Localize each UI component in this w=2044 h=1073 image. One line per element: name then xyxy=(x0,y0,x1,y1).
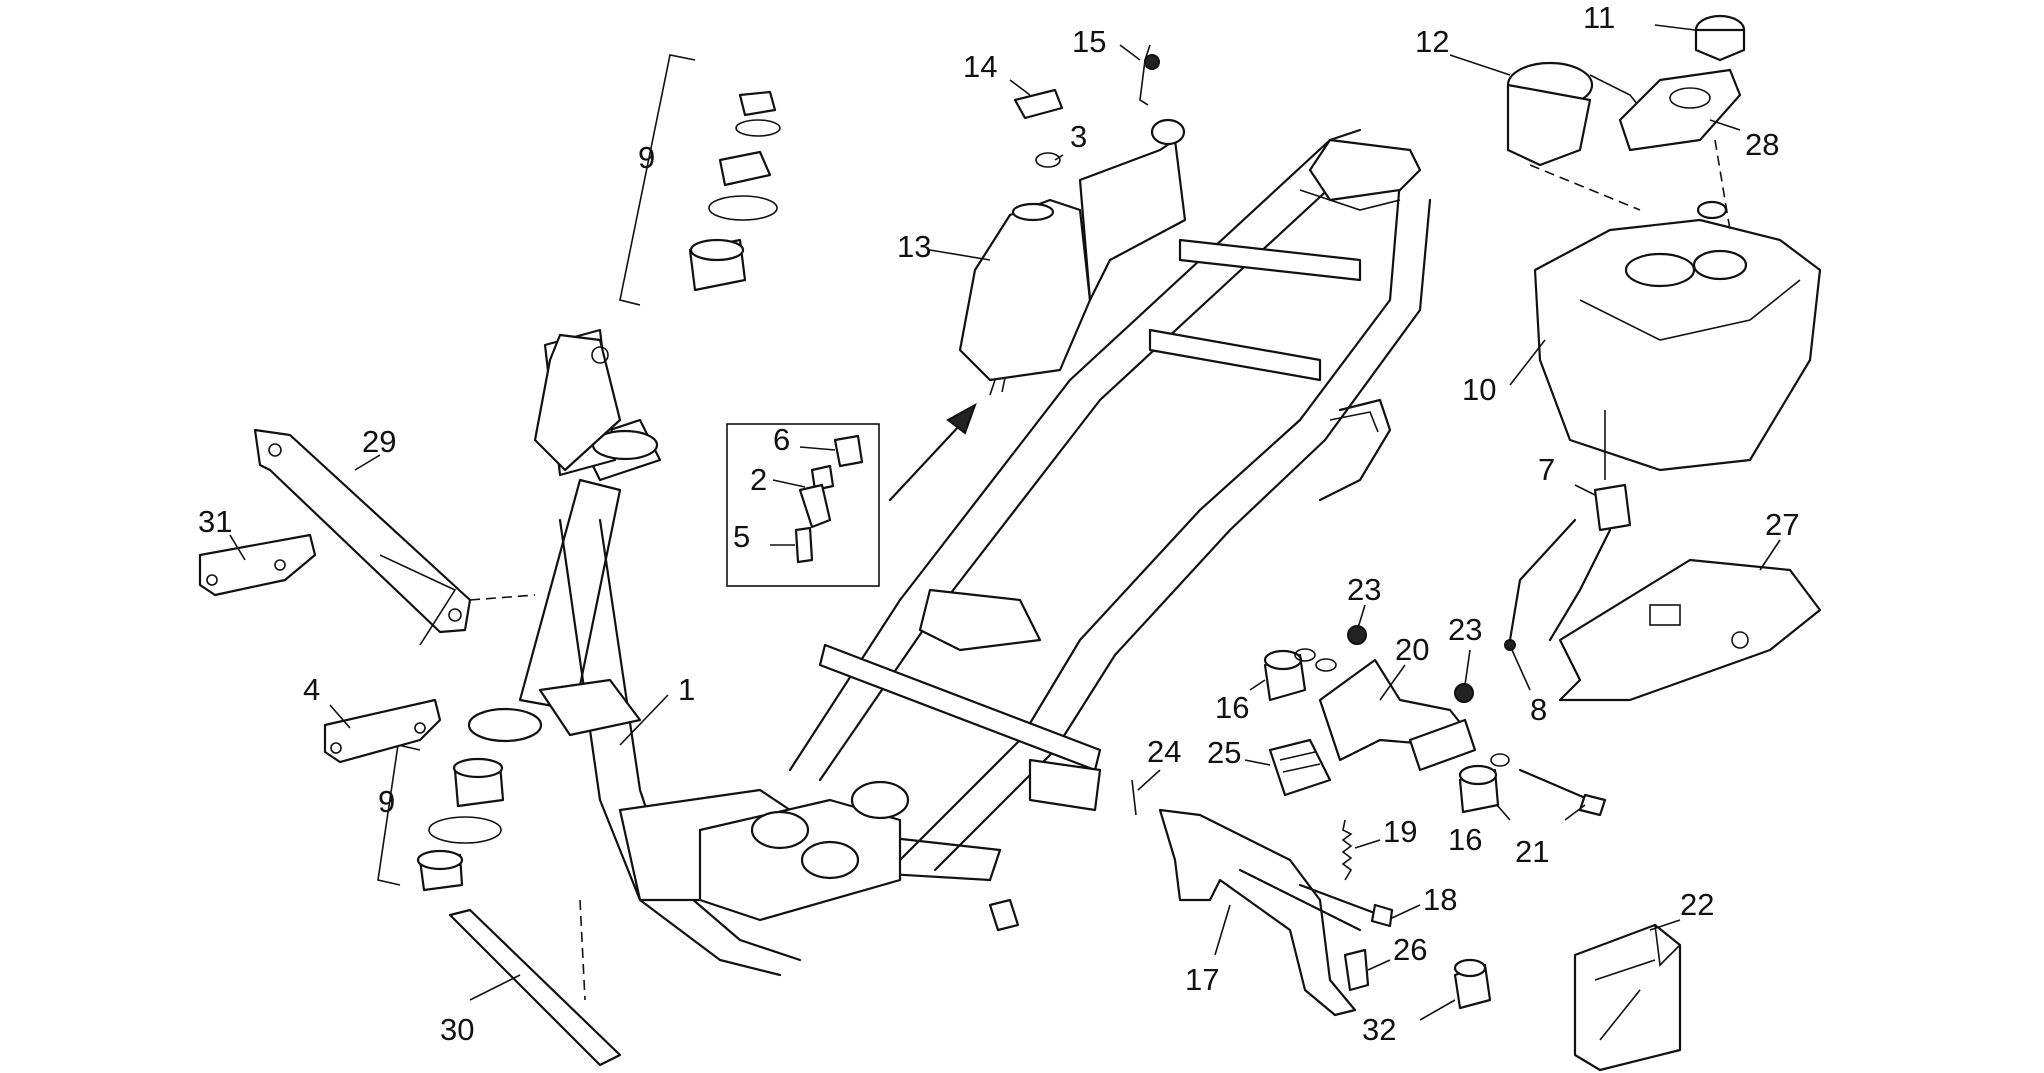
callout-3: 3 xyxy=(1054,119,1087,161)
callout-18: 18 xyxy=(1391,882,1457,919)
clip-part xyxy=(988,898,1020,932)
svg-text:18: 18 xyxy=(1423,882,1457,917)
callout-15: 15 xyxy=(1072,24,1141,61)
callout-29: 29 xyxy=(354,424,396,471)
callout-4: 4 xyxy=(303,672,351,729)
svg-text:16: 16 xyxy=(1448,822,1482,857)
callout-14: 14 xyxy=(963,49,1031,96)
svg-text:10: 10 xyxy=(1462,372,1496,407)
part-4-plate xyxy=(323,698,442,764)
part-15-sensor xyxy=(1139,44,1160,106)
callout-10: 10 xyxy=(1462,339,1546,407)
svg-text:13: 13 xyxy=(897,229,931,264)
part-31-plate xyxy=(198,533,317,597)
svg-text:25: 25 xyxy=(1207,735,1241,770)
part-7-fuel-tap xyxy=(1593,410,1632,532)
callout-1: 1 xyxy=(619,672,695,746)
callout-17: 17 xyxy=(1185,904,1231,997)
callout-8: 8 xyxy=(1511,649,1547,727)
svg-text:23: 23 xyxy=(1347,572,1381,607)
callout-26: 26 xyxy=(1367,932,1427,971)
part-28-fuel-gasket xyxy=(1618,68,1742,231)
svg-text:2: 2 xyxy=(750,462,767,497)
svg-text:4: 4 xyxy=(303,672,320,707)
svg-text:8: 8 xyxy=(1530,692,1547,727)
svg-text:29: 29 xyxy=(362,424,396,459)
part-8-fuel-hose xyxy=(1504,518,1612,651)
svg-text:16: 16 xyxy=(1215,690,1249,725)
svg-text:6: 6 xyxy=(773,422,790,457)
part-14-cap xyxy=(1013,88,1064,120)
part-11-fuel-cap xyxy=(1694,14,1746,62)
svg-text:9: 9 xyxy=(378,784,395,819)
svg-text:9: 9 xyxy=(638,140,655,175)
svg-text:3: 3 xyxy=(1070,119,1087,154)
callout-11: 11 xyxy=(1583,0,1696,35)
svg-text:28: 28 xyxy=(1745,127,1779,162)
callout-32: 32 xyxy=(1362,999,1456,1047)
svg-text:23: 23 xyxy=(1448,612,1482,647)
part-27-shield xyxy=(1558,558,1822,702)
callout-28: 28 xyxy=(1709,119,1779,162)
callout-7: 7 xyxy=(1538,452,1596,496)
callout-9a: 9 xyxy=(638,140,655,175)
callout-16a: 16 xyxy=(1215,679,1266,725)
callout-2: 2 xyxy=(750,462,806,497)
svg-text:15: 15 xyxy=(1072,24,1106,59)
svg-text:31: 31 xyxy=(198,504,232,539)
callout-13: 13 xyxy=(897,229,991,264)
callout-30: 30 xyxy=(440,974,521,1047)
callout-27: 27 xyxy=(1759,507,1799,571)
svg-text:14: 14 xyxy=(963,49,997,84)
callout-12: 12 xyxy=(1415,24,1511,76)
svg-text:19: 19 xyxy=(1383,814,1417,849)
main-frame xyxy=(467,128,1432,977)
part-30-bar xyxy=(448,899,622,1067)
callout-31: 31 xyxy=(198,504,246,561)
svg-text:32: 32 xyxy=(1362,1012,1396,1047)
part-22-bag xyxy=(1573,923,1682,1072)
svg-text:22: 22 xyxy=(1680,887,1714,922)
svg-text:12: 12 xyxy=(1415,24,1449,59)
part-10-fuel-tank xyxy=(1533,200,1822,472)
part-9-upper-bearing-stack xyxy=(619,54,781,306)
callout-24: 24 xyxy=(1137,734,1181,791)
svg-text:17: 17 xyxy=(1185,962,1219,997)
part-29-bracket xyxy=(253,428,536,646)
callout-23b: 23 xyxy=(1448,612,1482,686)
callout-9b: 9 xyxy=(378,784,395,819)
callout-16b: 16 xyxy=(1448,804,1511,857)
callout-20: 20 xyxy=(1379,632,1429,701)
callout-6: 6 xyxy=(773,422,836,457)
callout-5: 5 xyxy=(733,519,795,554)
part-13-oil-tank xyxy=(958,118,1187,396)
svg-text:20: 20 xyxy=(1395,632,1429,667)
center-stand-assembly xyxy=(1131,625,1607,1017)
callout-23a: 23 xyxy=(1347,572,1381,629)
part-3-ring xyxy=(1035,152,1061,168)
svg-text:30: 30 xyxy=(440,1012,474,1047)
svg-text:24: 24 xyxy=(1147,734,1181,769)
inset-detail-box xyxy=(726,402,977,587)
svg-text:21: 21 xyxy=(1515,834,1549,869)
svg-text:27: 27 xyxy=(1765,507,1799,542)
callout-19: 19 xyxy=(1354,814,1417,849)
callout-21: 21 xyxy=(1515,804,1586,869)
callout-22: 22 xyxy=(1649,887,1714,931)
svg-text:26: 26 xyxy=(1393,932,1427,967)
part-12-fuel-pump xyxy=(1506,61,1668,211)
callout-25: 25 xyxy=(1207,735,1271,770)
svg-text:1: 1 xyxy=(678,672,695,707)
svg-text:5: 5 xyxy=(733,519,750,554)
part-9-lower-bearing-stack xyxy=(377,744,505,892)
svg-text:7: 7 xyxy=(1538,452,1555,487)
svg-text:11: 11 xyxy=(1583,0,1615,35)
